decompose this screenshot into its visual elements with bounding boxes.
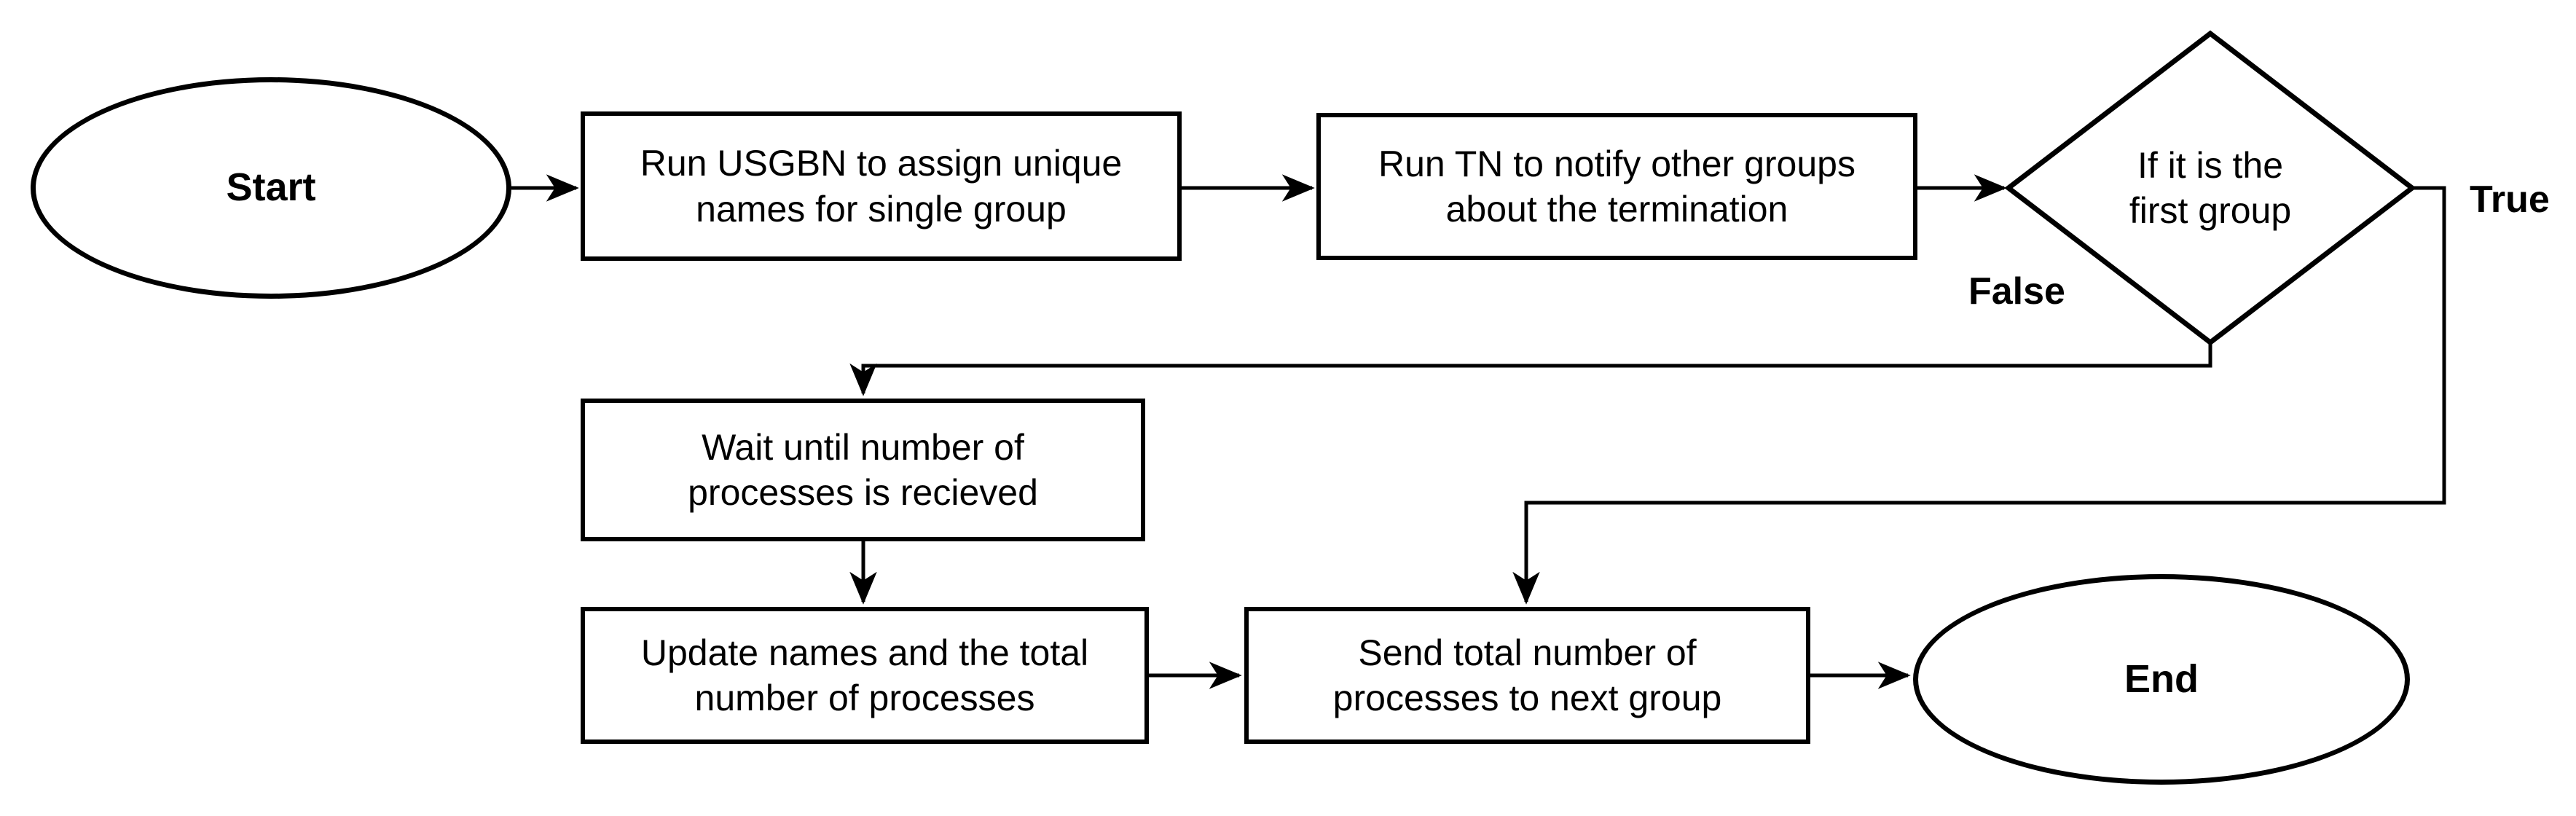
node-decision-first-group-label: If it is the first group — [2129, 144, 2292, 232]
node-run-tn-label: Run TN to notify other groups about the … — [1378, 143, 1856, 230]
edge-label-true: True — [2470, 178, 2550, 221]
node-end: End — [1913, 574, 2410, 785]
node-send-total-label: Send total number of processes to next g… — [1332, 632, 1722, 719]
node-wait-processes: Wait until number of processes is reciev… — [581, 399, 1145, 541]
node-run-tn: Run TN to notify other groups about the … — [1316, 113, 1917, 260]
node-wait-processes-label: Wait until number of processes is reciev… — [688, 426, 1038, 514]
node-run-usgbn-label: Run USGBN to assign unique names for sin… — [640, 143, 1123, 230]
node-update-names: Update names and the total number of pro… — [581, 607, 1149, 744]
node-run-usgbn: Run USGBN to assign unique names for sin… — [581, 111, 1182, 261]
node-start-label: Start — [226, 165, 316, 210]
node-end-label: End — [2124, 656, 2199, 701]
node-decision-first-group: If it is the first group — [2008, 34, 2412, 342]
node-update-names-label: Update names and the total number of pro… — [640, 632, 1089, 719]
node-send-total: Send total number of processes to next g… — [1244, 607, 1810, 744]
edge-decision-false-to-wait — [849, 342, 2212, 396]
node-start: Start — [31, 77, 511, 299]
edge-decision-true-to-send — [1512, 186, 2446, 605]
edge-label-false: False — [1968, 270, 2065, 313]
